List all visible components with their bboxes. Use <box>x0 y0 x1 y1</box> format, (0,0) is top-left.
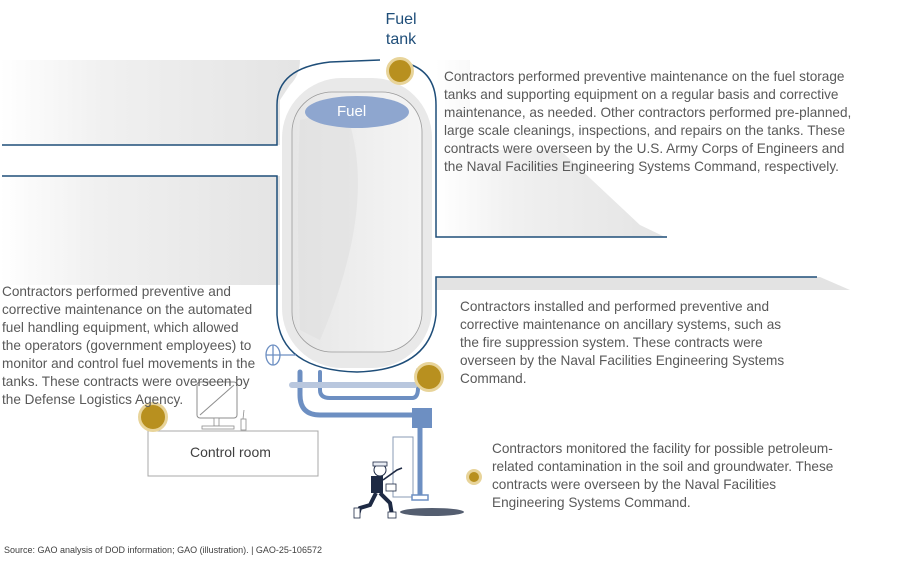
callout-ancillary-systems: Contractors installed and performed prev… <box>460 299 785 386</box>
pipe-network <box>289 368 432 501</box>
fuel-label: Fuel <box>337 103 367 120</box>
contamination-puddle <box>400 508 464 516</box>
fuel-tank-title: Fuel tank <box>378 10 424 50</box>
fuel-tank-marker-icon[interactable] <box>386 57 414 85</box>
fuel-tank <box>282 78 432 368</box>
callout-fuel-tank: Contractors performed preventive mainten… <box>444 69 852 174</box>
control-room <box>147 381 319 477</box>
worker-figure <box>353 461 403 519</box>
ancillary-systems-marker-icon[interactable] <box>414 362 444 392</box>
fuel-tank-title-line1: Fuel <box>385 11 417 28</box>
valve-wheel-icon <box>265 344 296 366</box>
control-room-marker-icon[interactable] <box>138 402 168 432</box>
bedrock-mass <box>0 60 850 290</box>
callout-control-room: Contractors performed preventive and cor… <box>2 284 256 407</box>
tunnel-outline <box>2 59 817 373</box>
source-footer: Source: GAO analysis of DOD information;… <box>4 545 322 555</box>
control-room-label: Control room <box>190 444 271 460</box>
environmental-marker-icon[interactable] <box>466 469 482 485</box>
fuel-tank-title-line2: tank <box>385 31 417 48</box>
callout-environmental: Contractors monitored the facility for p… <box>492 441 834 510</box>
